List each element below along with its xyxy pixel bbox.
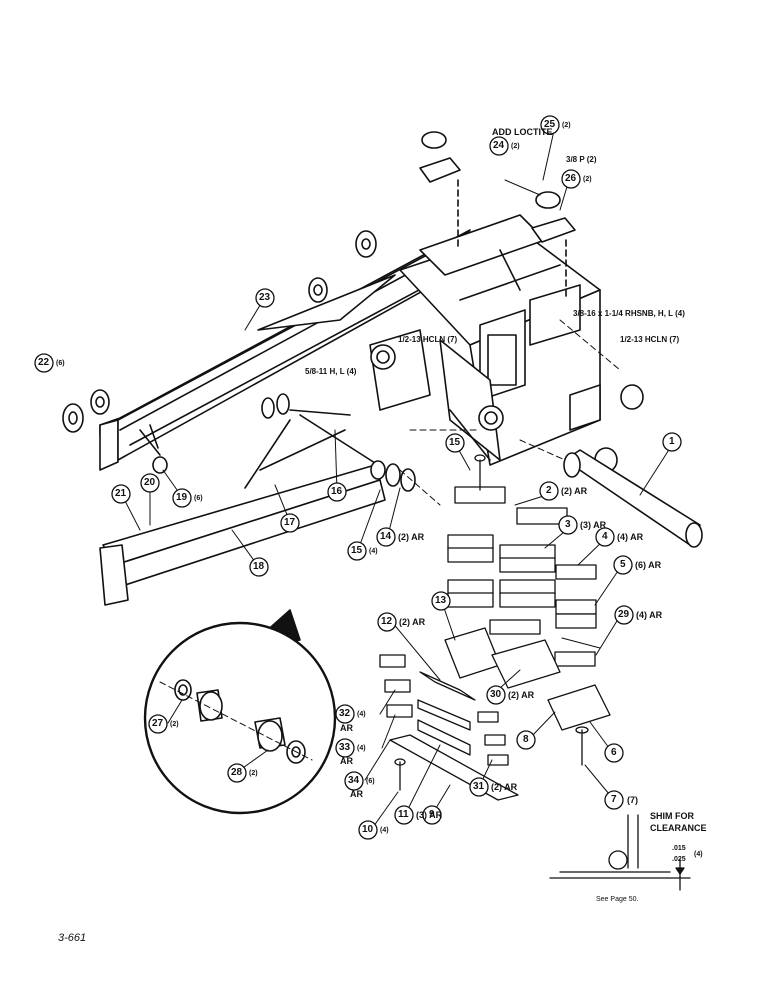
callout-10-qty: (4): [380, 827, 389, 834]
callout-33-qty: (4): [357, 745, 366, 752]
shim-clearance-inset: [549, 814, 691, 891]
note-shim-015: .015: [672, 845, 686, 852]
callout-28: 28: [231, 767, 243, 778]
top-brackets: [419, 131, 576, 301]
callout-circles: [34, 115, 682, 840]
callout-5-qty: (6) AR: [635, 560, 662, 570]
callout-25-qty: (2): [562, 122, 571, 129]
callout-32-ar: AR: [340, 723, 353, 733]
callout-19-qty: (6): [194, 495, 203, 502]
callout-14: 14: [380, 531, 392, 542]
callout-24: 24: [493, 140, 505, 151]
detail-view: [143, 609, 337, 815]
callout-34-qty: (6): [366, 778, 375, 785]
callout-15-qty: (4): [369, 548, 378, 555]
figure-id: 3-661: [58, 932, 87, 944]
callout-31-qty: (2) AR: [491, 782, 518, 792]
callout-28-qty: (2): [249, 770, 258, 777]
note-see-page: See Page 50.: [596, 896, 639, 903]
callout-7: 7: [611, 794, 617, 805]
callout-25: 25: [544, 119, 556, 130]
callout-27: 27: [152, 718, 164, 729]
lower-arm: [99, 409, 386, 606]
shaft: [563, 449, 703, 548]
callout-3-qty: (3) AR: [580, 520, 607, 530]
callout-4: 4: [602, 531, 608, 542]
long-arm-frame: [99, 229, 476, 471]
callout-2: 2: [546, 485, 552, 496]
assembly-leader-lines: [399, 319, 621, 506]
callout-30-qty: (2) AR: [508, 690, 535, 700]
callout-32-qty: (4): [357, 711, 366, 718]
callout-33-ar: AR: [340, 756, 353, 766]
note-hcln-upper: 1/2-13 HCLN (7): [398, 335, 458, 344]
note-shim-025: .025: [672, 856, 686, 863]
callout-4-qty: (4) AR: [617, 532, 644, 542]
roller-assemblies: [62, 230, 644, 473]
washers: [152, 393, 416, 492]
callout-21: 21: [115, 488, 127, 499]
callout-23: 23: [259, 292, 271, 303]
note-add-loctite: ADD LOCTITE: [492, 127, 553, 137]
callout-13: 13: [435, 595, 447, 606]
callout-34: 34: [348, 775, 360, 786]
note-carriage-bolt: 3/8-16 x 1-1/4 RHSNB, H, L (4): [573, 309, 685, 318]
note-pipe-plug: 3/8 P (2): [566, 155, 597, 164]
callout-3: 3: [565, 519, 571, 530]
note-clearance: CLEARANCE: [650, 823, 707, 833]
callout-15-lower: 15: [351, 545, 363, 556]
callout-29-qty: (4) AR: [636, 610, 663, 620]
callout-20: 20: [144, 477, 156, 488]
callout-19: 19: [176, 492, 188, 503]
note-bolt-58: 5/8-11 H, L (4): [305, 367, 357, 376]
note-shim-for: SHIM FOR: [650, 811, 694, 821]
callout-22: 22: [38, 357, 50, 368]
callout-9: 9: [429, 809, 435, 820]
callout-5: 5: [620, 559, 626, 570]
note-shim-qty: (4): [694, 851, 703, 858]
callout-24-qty: (2): [511, 143, 520, 150]
callout-32: 32: [339, 708, 351, 719]
callout-26: 26: [565, 173, 577, 184]
callout-16: 16: [331, 486, 343, 497]
callout-12-qty: (2) AR: [399, 617, 426, 627]
callout-7-qty: (7): [627, 795, 638, 805]
callout-33: 33: [339, 742, 351, 753]
main-housing: [369, 214, 601, 466]
callout-14-qty: (2) AR: [398, 532, 425, 542]
callout-1: 1: [669, 436, 675, 447]
note-hcln-right: 1/2-13 HCLN (7): [620, 335, 680, 344]
callout-2-qty: (2) AR: [561, 486, 588, 496]
callout-18: 18: [253, 561, 265, 572]
callout-34-ar: AR: [350, 789, 363, 799]
callout-11-qty: (3) AR: [416, 810, 443, 820]
callout-10: 10: [362, 824, 374, 835]
callout-12: 12: [381, 616, 393, 627]
callout-15-upper: 15: [449, 437, 461, 448]
callout-31: 31: [473, 781, 485, 792]
callout-29: 29: [618, 609, 630, 620]
callout-27-qty: (2): [170, 721, 179, 728]
callout-8: 8: [523, 734, 529, 745]
callout-26-qty: (2): [583, 176, 592, 183]
callout-6: 6: [611, 747, 617, 758]
callout-30: 30: [490, 689, 502, 700]
callout-11: 11: [398, 809, 409, 820]
callout-22-qty: (6): [56, 360, 65, 367]
callout-17: 17: [284, 517, 296, 528]
